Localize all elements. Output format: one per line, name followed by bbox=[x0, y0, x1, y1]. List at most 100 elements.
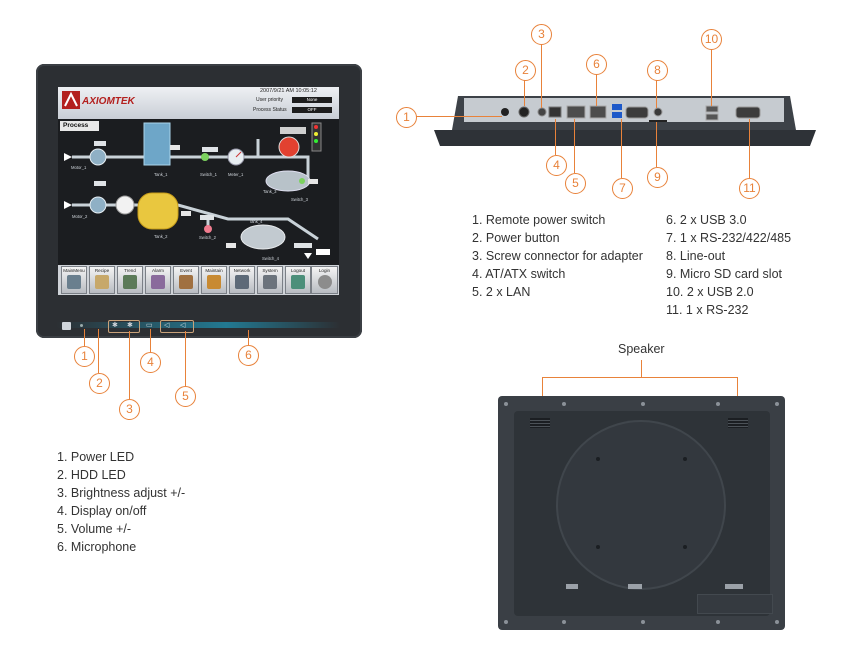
speaker-right-grille bbox=[728, 418, 748, 428]
side-legend-left: 1. Remote power switch 2. Power button 3… bbox=[472, 211, 643, 301]
leader-line bbox=[656, 78, 657, 108]
side-callout-7: 7 bbox=[612, 178, 633, 199]
leader-line bbox=[621, 119, 622, 178]
side-legend-item: 7. 1 x RS-232/422/485 bbox=[666, 231, 792, 245]
screw-icon bbox=[504, 620, 508, 624]
speaker-left-grille bbox=[530, 418, 550, 428]
screw-icon bbox=[562, 402, 566, 406]
leader-line bbox=[84, 329, 85, 346]
leader-line bbox=[541, 42, 542, 108]
side-callout-9: 9 bbox=[647, 167, 668, 188]
volume-buttons[interactable] bbox=[160, 320, 194, 333]
nav-button-network[interactable]: Network bbox=[229, 266, 255, 294]
nav-button-mainmenu[interactable]: MainMenu bbox=[61, 266, 87, 294]
user-priority-value: None bbox=[292, 97, 332, 103]
leader-line bbox=[749, 119, 750, 178]
label-switch-4: Switch_4 bbox=[262, 256, 279, 261]
hdd-led-icon bbox=[80, 324, 83, 327]
label-tank-1: Tank_1 bbox=[154, 172, 168, 177]
side-callout-4: 4 bbox=[546, 155, 567, 176]
leader-line bbox=[574, 119, 575, 173]
bottom-io-panel bbox=[434, 96, 816, 146]
axiomtek-logo-icon bbox=[62, 91, 80, 109]
screw-icon bbox=[775, 402, 779, 406]
label-switch-1: Switch_1 bbox=[200, 172, 217, 177]
leader-line bbox=[555, 119, 556, 155]
screw-icon bbox=[641, 620, 645, 624]
rear-port bbox=[628, 584, 642, 589]
nav-button-alarm[interactable]: Alarm bbox=[145, 266, 171, 294]
screw-icon bbox=[641, 402, 645, 406]
leader-line bbox=[150, 329, 151, 352]
mount-hole bbox=[596, 457, 600, 461]
nav-button-recipe[interactable]: Recipe bbox=[89, 266, 115, 294]
nav-button-login[interactable]: Login bbox=[311, 266, 338, 294]
nav-button-maintain[interactable]: Maintain bbox=[201, 266, 227, 294]
label-motor-1: Motor_1 bbox=[71, 165, 87, 170]
screw-icon bbox=[716, 620, 720, 624]
mount-hole bbox=[596, 545, 600, 549]
front-legend-item: 3. Brightness adjust +/- bbox=[57, 486, 186, 500]
leader-line bbox=[641, 360, 642, 377]
label-tank-3: Tank_3 bbox=[263, 189, 277, 194]
side-callout-3: 3 bbox=[531, 24, 552, 45]
front-legend-item: 5. Volume +/- bbox=[57, 522, 131, 536]
side-legend-item: 11. 1 x RS-232 bbox=[666, 303, 749, 317]
process-status-label: Process Status bbox=[253, 107, 287, 113]
leader-line bbox=[656, 122, 657, 167]
nav-button-logout[interactable]: Logout bbox=[285, 266, 311, 294]
nav-button-event[interactable]: Event bbox=[173, 266, 199, 294]
front-callout-1: 1 bbox=[74, 346, 95, 367]
leader-line bbox=[185, 331, 186, 386]
brightness-down-icon: ✱ bbox=[112, 322, 118, 329]
user-priority-label: User priority bbox=[256, 97, 283, 103]
front-legend-item: 1. Power LED bbox=[57, 450, 135, 464]
side-legend-item: 3. Screw connector for adapter bbox=[472, 249, 643, 263]
front-legend-item: 6. Microphone bbox=[57, 540, 137, 554]
mount-hole bbox=[683, 545, 687, 549]
label-motor-2: Motor_2 bbox=[72, 214, 88, 219]
leader-line bbox=[98, 329, 99, 373]
side-callout-10: 10 bbox=[701, 29, 722, 50]
front-callout-3: 3 bbox=[119, 399, 140, 420]
side-legend-item: 5. 2 x LAN bbox=[472, 285, 531, 299]
brightness-buttons[interactable] bbox=[108, 320, 140, 333]
side-legend-item: 8. Line-out bbox=[666, 249, 726, 263]
screen-header bbox=[58, 87, 339, 119]
screw-icon bbox=[504, 402, 508, 406]
leader-line bbox=[711, 48, 712, 106]
front-callout-5: 5 bbox=[175, 386, 196, 407]
side-legend-right: 6. 2 x USB 3.0 7. 1 x RS-232/422/485 8. … bbox=[666, 211, 791, 319]
speaker-label: Speaker bbox=[618, 342, 665, 356]
leader-line bbox=[248, 330, 249, 345]
leader-line bbox=[737, 377, 738, 413]
side-legend-item: 4. AT/ATX switch bbox=[472, 267, 566, 281]
nav-button-trend[interactable]: Trend bbox=[117, 266, 143, 294]
side-legend-item: 2. Power button bbox=[472, 231, 560, 245]
side-callout-11: 11 bbox=[739, 178, 760, 199]
mount-hole bbox=[683, 457, 687, 461]
label-tank-4: Tank_4 bbox=[249, 219, 263, 224]
label-meter-1: Meter_1 bbox=[228, 172, 244, 177]
screw-icon bbox=[716, 402, 720, 406]
rear-label-plate bbox=[697, 594, 773, 614]
nav-button-system[interactable]: System bbox=[257, 266, 283, 294]
microphone-strip bbox=[56, 322, 340, 328]
front-callout-6: 6 bbox=[238, 345, 259, 366]
leader-line bbox=[596, 72, 597, 106]
side-legend-item: 6. 2 x USB 3.0 bbox=[666, 213, 747, 227]
rear-port bbox=[566, 584, 578, 589]
side-callout-1: 1 bbox=[396, 107, 417, 128]
label-tank-2: Tank_2 bbox=[154, 234, 168, 239]
power-led-icon bbox=[62, 322, 71, 330]
side-legend-item: 9. Micro SD card slot bbox=[666, 267, 783, 281]
leader-line bbox=[524, 78, 525, 106]
side-legend-item: 10. 2 x USB 2.0 bbox=[666, 285, 754, 299]
screw-icon bbox=[775, 620, 779, 624]
brightness-up-icon: ✱ bbox=[127, 322, 133, 329]
leader-line bbox=[542, 377, 738, 378]
leader-line bbox=[542, 377, 543, 413]
leader-line bbox=[129, 331, 130, 399]
process-diagram bbox=[64, 122, 330, 259]
side-callout-2: 2 bbox=[515, 60, 536, 81]
